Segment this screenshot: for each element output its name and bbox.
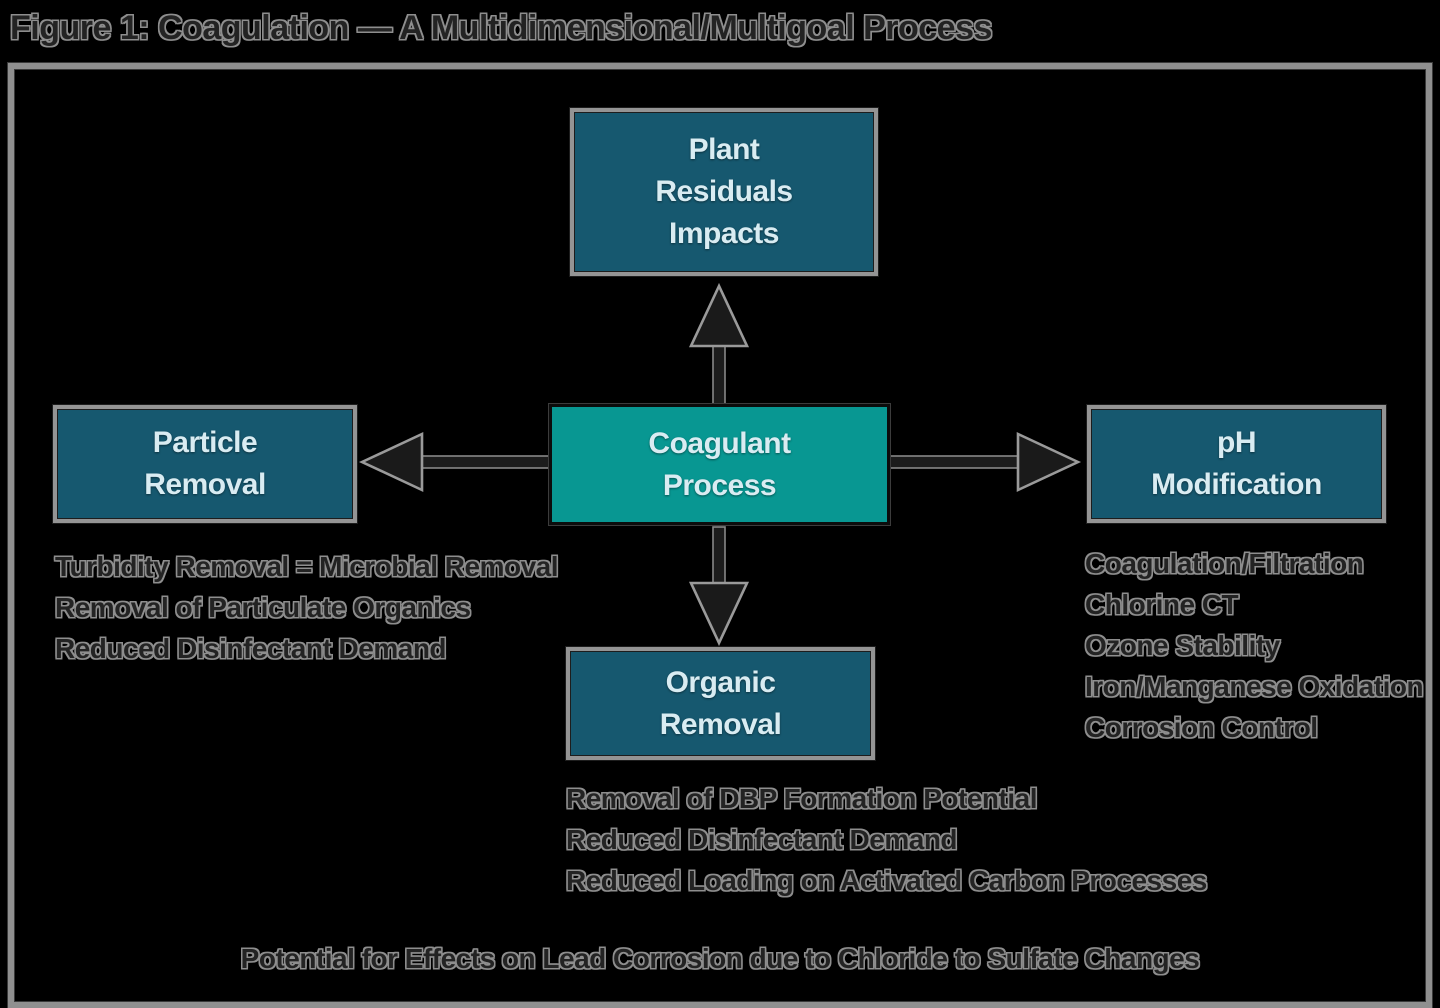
node-particle-removal: Particle Removal: [53, 405, 357, 523]
annotation-line: Removal of DBP Formation Potential: [566, 783, 1037, 814]
annotation-line: Corrosion Control: [1085, 712, 1318, 743]
footnote-lead-corrosion: Potential for Effects on Lead Corrosion …: [240, 943, 1200, 974]
node-organic-removal-label: Organic Removal: [659, 665, 782, 741]
node-organic-removal: Organic Removal: [566, 647, 875, 760]
node-plant-residuals-impacts: Plant Residuals Impacts: [570, 108, 878, 276]
annotation-line: Chlorine CT: [1085, 589, 1239, 620]
annotation-line: Reduced Disinfectant Demand: [55, 633, 447, 664]
annotation-line: Coagulation/Filtration: [1085, 548, 1364, 579]
node-coagulant-process-label: Coagulant Process: [648, 426, 791, 502]
annotation-ph-modification: Coagulation/Filtration Chlorine CT Ozone…: [1085, 543, 1424, 748]
node-coagulant-process: Coagulant Process: [549, 404, 890, 525]
node-ph-modification-label: pH Modification: [1151, 426, 1322, 501]
annotation-line: Removal of Particulate Organics: [55, 592, 471, 623]
annotation-particle-removal: Turbidity Removal = Microbial Removal Re…: [55, 546, 559, 669]
node-particle-removal-label: Particle Removal: [144, 426, 266, 501]
node-plant-residuals-impacts-label: Plant Residuals Impacts: [655, 133, 793, 250]
annotation-organic-removal: Removal of DBP Formation Potential Reduc…: [566, 778, 1207, 901]
annotation-line: Reduced Disinfectant Demand: [566, 824, 958, 855]
annotation-line: Turbidity Removal = Microbial Removal: [55, 551, 559, 582]
annotation-line: Iron/Manganese Oxidation: [1085, 671, 1424, 702]
annotation-line: Ozone Stability: [1085, 630, 1280, 661]
annotation-line: Reduced Loading on Activated Carbon Proc…: [566, 865, 1207, 896]
diagram-frame: [8, 63, 1432, 1008]
figure-title: Figure 1: Coagulation — A Multidimension…: [10, 9, 992, 47]
node-ph-modification: pH Modification: [1087, 405, 1386, 523]
